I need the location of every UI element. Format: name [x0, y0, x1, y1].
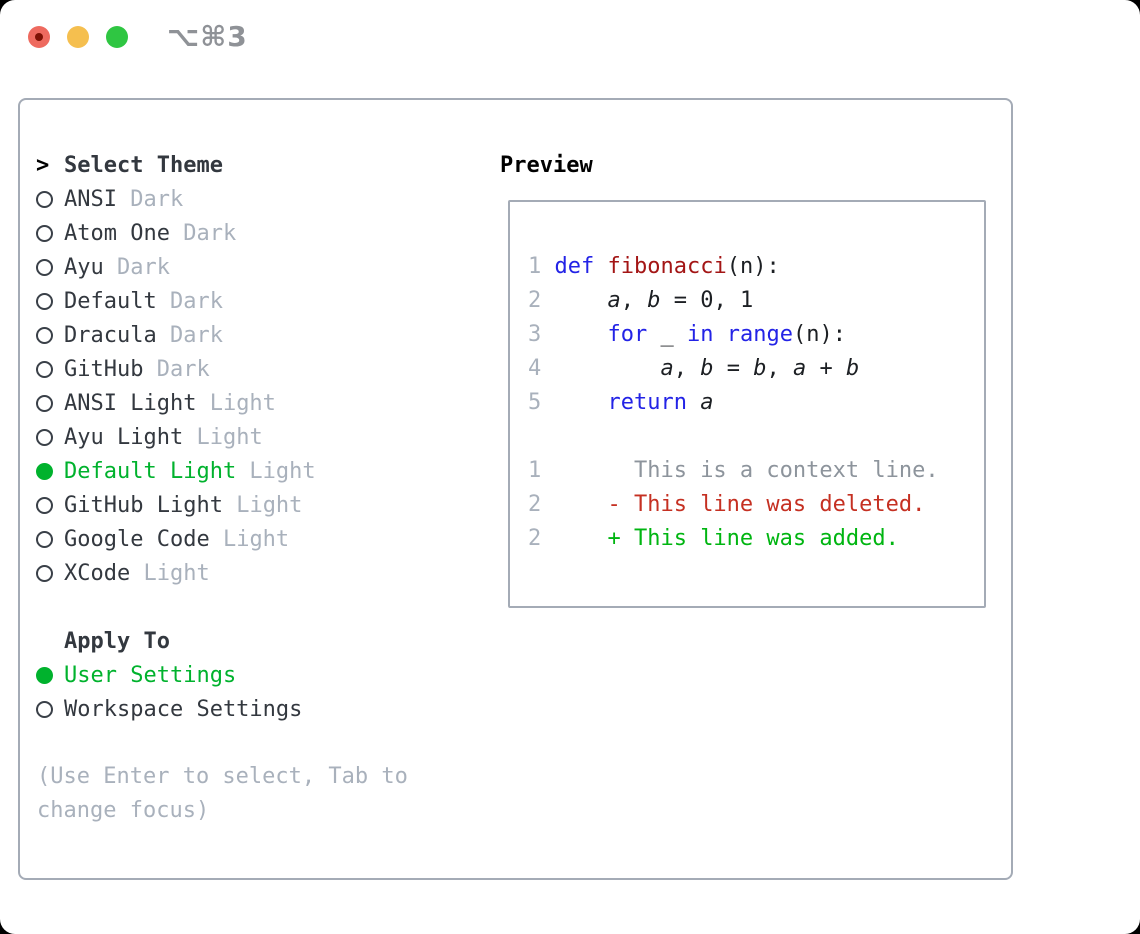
theme-option[interactable]: GitHub Light Light [36, 488, 316, 522]
theme-section-title: Select Theme [64, 152, 223, 178]
theme-option-label: ANSI [64, 186, 117, 212]
code-line: 4 a, b = b, a + b [528, 356, 860, 381]
radio-selected-icon [36, 666, 64, 684]
line-number: 4 [528, 356, 542, 381]
theme-option[interactable]: XCode Light [36, 556, 316, 590]
theme-option[interactable]: Default Light Light [36, 454, 316, 488]
theme-option-label: Atom One [64, 220, 170, 246]
radio-icon [36, 700, 64, 718]
theme-option[interactable]: Default Dark [36, 284, 316, 318]
radio-icon [36, 326, 64, 344]
theme-variant-label: Light [183, 424, 263, 450]
close-button[interactable] [28, 26, 50, 48]
line-number: 2 [528, 492, 542, 517]
selection-arrow-icon: > [36, 152, 50, 178]
line-number: 3 [528, 322, 542, 347]
code-line: 2 + This line was added. [528, 526, 899, 551]
apply-option[interactable]: User Settings [36, 658, 316, 692]
theme-variant-label: Dark [156, 288, 223, 314]
radio-icon [36, 394, 64, 412]
radio-icon [36, 530, 64, 548]
theme-variant-label: Light [209, 526, 290, 552]
theme-variant-label: Dark [103, 254, 170, 280]
theme-option[interactable]: GitHub Dark [36, 352, 316, 386]
theme-option-label: Dracula [64, 322, 157, 348]
theme-option[interactable]: Google Code Light [36, 522, 316, 556]
radio-icon [36, 360, 64, 378]
theme-section-header: > Select Theme [36, 148, 316, 182]
radio-selected-icon [36, 462, 64, 480]
theme-option-label: ANSI Light [64, 390, 197, 416]
theme-option[interactable]: Atom One Dark [36, 216, 316, 250]
line-number: 1 [528, 458, 542, 483]
theme-option-label: XCode [64, 560, 131, 586]
theme-variant-label: Dark [169, 220, 237, 246]
theme-option-label: Default [64, 288, 157, 314]
preview-box: 1 def fibonacci(n): 2 a, b = 0, 1 3 for _ … [508, 200, 986, 608]
line-number: 1 [528, 254, 542, 279]
theme-option-label: Ayu [64, 254, 104, 280]
radio-icon [36, 258, 64, 276]
radio-icon [36, 428, 64, 446]
theme-option[interactable]: ANSI Dark [36, 182, 316, 216]
line-number: 2 [528, 288, 542, 313]
window-shortcut-label: ⌥⌘3 [167, 20, 248, 53]
radio-icon [36, 496, 64, 514]
theme-option-label: Default Light [64, 458, 237, 484]
code-line: 3 for _ in range(n): [528, 322, 846, 347]
theme-variant-label: Dark [116, 186, 184, 212]
code-line: 2 a, b = 0, 1 [528, 288, 754, 313]
radio-icon [36, 224, 64, 242]
theme-variant-label: Dark [156, 322, 223, 348]
zoom-button[interactable] [106, 26, 128, 48]
theme-variant-label: Light [130, 560, 210, 586]
theme-option[interactable]: ANSI Light Light [36, 386, 316, 420]
code-line: 1 def fibonacci(n): [528, 254, 780, 279]
spacer-row [36, 590, 316, 624]
preview-title: Preview [500, 152, 593, 178]
radio-icon [36, 292, 64, 310]
radio-icon [36, 564, 64, 582]
theme-variant-label: Dark [143, 356, 210, 382]
theme-option[interactable]: Dracula Dark [36, 318, 316, 352]
apply-to-title: Apply To [64, 628, 170, 654]
apply-option-label: User Settings [64, 662, 237, 688]
unsaved-dot-icon [35, 33, 43, 41]
theme-variant-label: Light [222, 492, 303, 518]
theme-option[interactable]: Ayu Light Light [36, 420, 316, 454]
theme-option-label: GitHub [64, 356, 144, 382]
line-number: 5 [528, 390, 542, 415]
theme-variant-label: Light [196, 390, 276, 416]
minimize-button[interactable] [67, 26, 89, 48]
apply-option[interactable]: Workspace Settings [36, 692, 316, 726]
preview-section-header: Preview [500, 148, 593, 182]
line-number: 2 [528, 526, 542, 551]
theme-option-label: Ayu Light [64, 424, 184, 450]
apply-to-header: Apply To [36, 624, 316, 658]
keyboard-hint: (Use Enter to select, Tab to change focu… [37, 764, 408, 823]
theme-option-label: GitHub Light [64, 492, 223, 518]
code-line: 5 return a [528, 390, 714, 415]
preview-code: 1 def fibonacci(n): 2 a, b = 0, 1 3 for _ … [528, 250, 984, 556]
code-line [528, 420, 984, 454]
code-line: 2 - This line was deleted. [528, 492, 926, 517]
theme-variant-label: Light [236, 458, 316, 484]
theme-option[interactable]: Ayu Dark [36, 250, 316, 284]
theme-option-label: Google Code [64, 526, 210, 552]
code-line: 1 This is a context line. [528, 458, 939, 483]
apply-option-label: Workspace Settings [64, 696, 303, 722]
radio-icon [36, 190, 64, 208]
